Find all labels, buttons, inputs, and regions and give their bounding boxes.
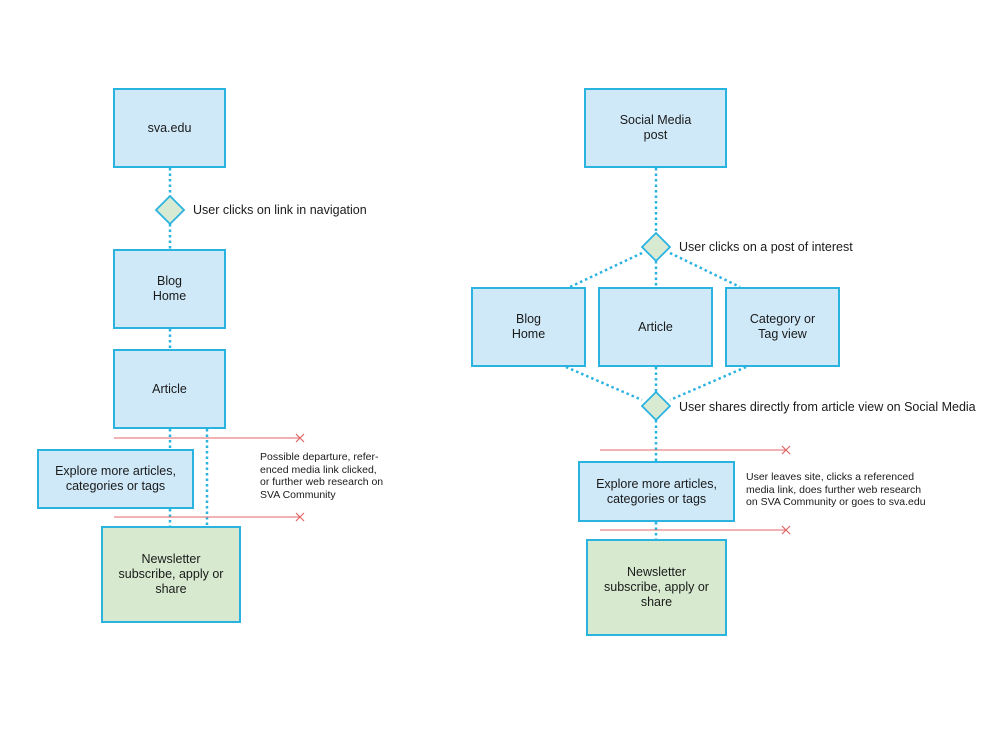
node-explore: Explore more articles, categories or tag… <box>578 461 735 522</box>
exit-x-icon <box>295 433 305 443</box>
node-social-media-post: Social Media post <box>584 88 727 168</box>
node-newsletter: Newsletter subscribe, apply or share <box>586 539 727 636</box>
node-blog-home: Blog Home <box>471 287 586 367</box>
node-newsletter: Newsletter subscribe, apply or share <box>101 526 241 623</box>
connector-line <box>669 251 741 289</box>
decision-label-navigation: User clicks on link in navigation <box>193 203 367 217</box>
exit-note-right: User leaves site, clicks a referenced me… <box>746 471 926 508</box>
exit-x-icon <box>295 512 305 522</box>
node-blog-home: Blog Home <box>113 249 226 329</box>
node-sva-edu: sva.edu <box>113 88 226 168</box>
decision-diamond <box>640 231 672 263</box>
exit-x-icon <box>781 525 791 535</box>
decision-label-share: User shares directly from article view o… <box>679 400 976 414</box>
exit-x-icon <box>781 445 791 455</box>
exit-note-left: Possible departure, refer- enced media l… <box>260 451 384 501</box>
connector-line <box>569 251 643 289</box>
decision-diamond <box>154 194 186 226</box>
node-explore: Explore more articles, categories or tag… <box>37 449 194 509</box>
connector-line <box>669 365 747 402</box>
decision-label-post-of-interest: User clicks on a post of interest <box>679 240 853 254</box>
connector-line <box>565 365 643 402</box>
decision-diamond <box>640 390 672 422</box>
node-category-tag-view: Category or Tag view <box>725 287 840 367</box>
node-article: Article <box>598 287 713 367</box>
node-article: Article <box>113 349 226 429</box>
